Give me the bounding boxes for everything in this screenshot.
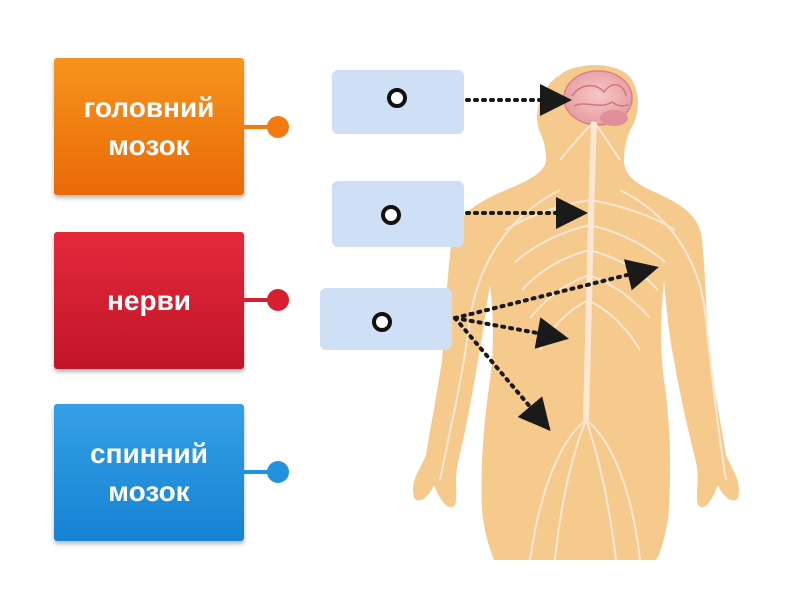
dropzone-spinal-cord[interactable] bbox=[332, 181, 464, 247]
pointer-arrows bbox=[453, 84, 659, 432]
dropzone-brain[interactable] bbox=[332, 70, 464, 134]
card-brain-handle[interactable] bbox=[267, 116, 289, 138]
brain-shape bbox=[563, 70, 633, 126]
ring-icon bbox=[381, 205, 401, 225]
body-silhouette bbox=[413, 65, 739, 560]
dropzone-nerves[interactable] bbox=[320, 288, 452, 350]
card-spinal-cord-connector bbox=[244, 470, 270, 474]
arrow-to-nerves-lower bbox=[453, 316, 551, 432]
card-nerves-connector bbox=[244, 298, 270, 302]
arrow-to-nerves-middle bbox=[453, 316, 569, 349]
card-nerves[interactable]: нерви bbox=[54, 232, 244, 369]
card-spinal-cord[interactable]: спинний мозок bbox=[54, 404, 244, 541]
ring-icon bbox=[387, 88, 407, 108]
card-spinal-cord-handle[interactable] bbox=[267, 461, 289, 483]
card-nerves-handle[interactable] bbox=[267, 289, 289, 311]
ring-icon bbox=[372, 312, 392, 332]
card-nerves-label: нерви bbox=[106, 284, 191, 316]
card-brain-connector bbox=[244, 125, 270, 129]
card-brain[interactable]: головний мозок bbox=[54, 58, 244, 195]
arrow-to-nerves-upper bbox=[453, 259, 659, 320]
card-brain-label: головний мозок bbox=[83, 91, 215, 161]
card-spinal-cord-label: спинний мозок bbox=[90, 437, 208, 507]
